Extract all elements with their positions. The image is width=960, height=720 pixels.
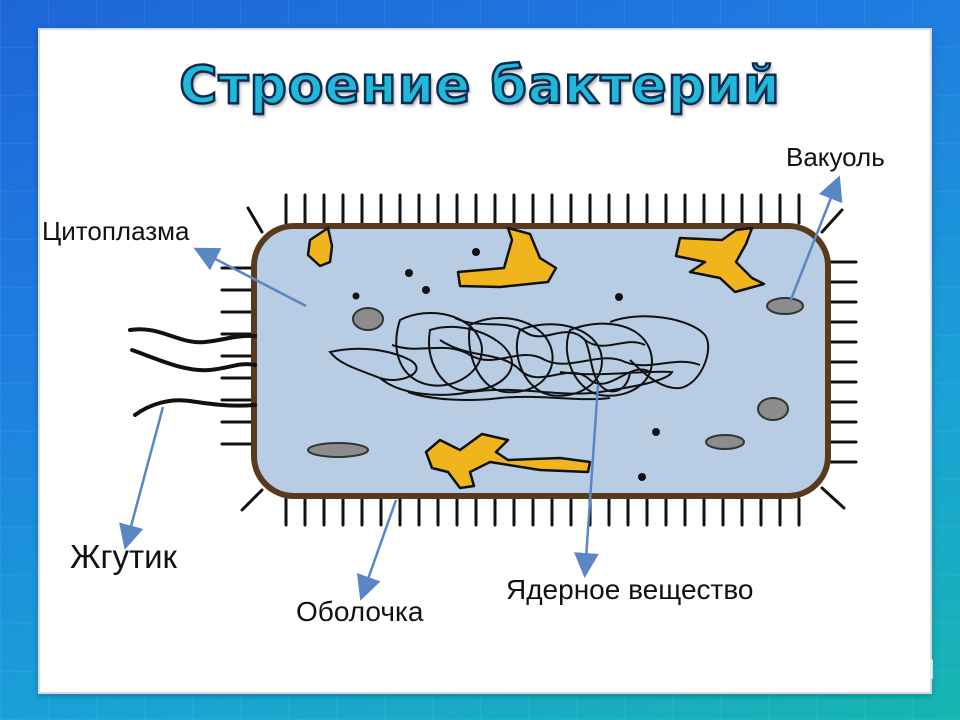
cilium	[240, 488, 264, 512]
cell-body	[251, 223, 831, 499]
inclusion-2	[456, 226, 558, 289]
vacuole-4	[705, 434, 745, 450]
flagellum-1	[128, 327, 257, 345]
vacuoles-group	[307, 297, 804, 458]
label-arrows	[119, 175, 843, 601]
inclusion-4	[424, 432, 592, 490]
nuclear-material	[328, 312, 710, 401]
granule	[405, 269, 413, 277]
flagella-group	[128, 327, 257, 417]
cilium	[820, 486, 846, 510]
cilium	[820, 208, 844, 234]
label-cytoplasm: Цитоплазма	[42, 216, 190, 246]
arrow-vacuole	[788, 175, 843, 303]
label-membrane: Оболочка	[296, 596, 424, 627]
vacuole-3	[757, 397, 789, 421]
granule	[472, 248, 480, 256]
slide-title: Строение бактерий	[178, 55, 781, 118]
granule	[422, 286, 430, 294]
cilium	[246, 206, 264, 234]
granule	[352, 292, 360, 300]
vacuole-1	[352, 307, 384, 331]
watermark-text: MyShared	[806, 656, 936, 686]
label-nuclear-material: Ядерное вещество	[506, 574, 754, 605]
flagellum-2	[130, 348, 257, 373]
watermark-icon	[768, 660, 798, 686]
arrow-flagellum	[119, 406, 165, 550]
inclusion-1	[306, 226, 334, 268]
cilia-group	[220, 193, 858, 527]
flagellum-3	[133, 398, 257, 417]
arrow-cytoplasm	[193, 247, 307, 308]
arrow-nuclear	[573, 384, 600, 578]
vacuole-5	[307, 442, 369, 458]
arrow-membrane	[356, 499, 398, 601]
granules-group	[352, 248, 660, 481]
vacuole-2	[766, 297, 804, 315]
label-vacuole: Вакуоль	[786, 142, 885, 172]
granule	[615, 293, 623, 301]
granule	[638, 473, 646, 481]
inclusions-group	[306, 226, 766, 490]
label-flagellum: Жгутик	[70, 538, 177, 575]
granule	[652, 428, 660, 436]
inclusion-3	[674, 226, 766, 294]
